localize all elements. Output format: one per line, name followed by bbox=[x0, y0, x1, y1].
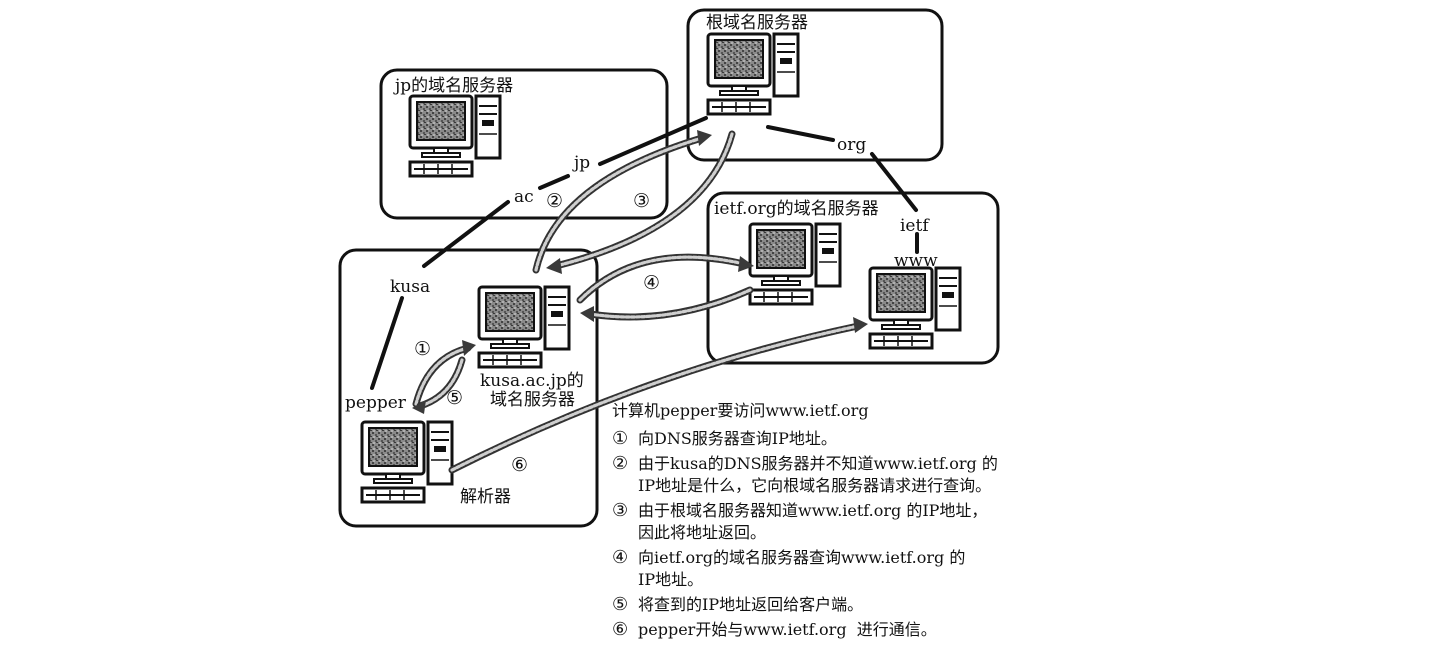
legend-step-text: 由于kusa的DNS服务器并不知道www.ietf.org 的 IP地址是什么，… bbox=[638, 454, 998, 495]
legend-step-text: 向DNS服务器查询IP地址。 bbox=[638, 429, 837, 448]
marker-step3: ③ bbox=[633, 190, 650, 212]
arrow-step6 bbox=[448, 317, 868, 474]
marker-step2: ② bbox=[546, 190, 563, 212]
legend-step-text: 向ietf.org的域名服务器查询www.ietf.org 的 IP地址。 bbox=[638, 548, 966, 589]
kusa-server-label-line1: kusa.ac.jp的 bbox=[480, 371, 584, 391]
link-root-jp bbox=[598, 116, 708, 166]
resolver-label: 解析器 bbox=[460, 487, 511, 507]
arrow-step5 bbox=[412, 356, 466, 414]
legend-step-mark: ② bbox=[612, 453, 629, 474]
link-ac-kusa bbox=[422, 200, 510, 268]
marker-step1: ① bbox=[414, 338, 431, 360]
legend-step: ① 向DNS服务器查询IP地址。 bbox=[612, 428, 1112, 450]
node-org: org bbox=[837, 135, 866, 155]
legend-step-mark: ③ bbox=[612, 500, 629, 521]
legend-step: ⑥ pepper开始与www.ietf.org 进行通信。 bbox=[612, 619, 1112, 641]
legend-step-mark: ⑥ bbox=[612, 619, 629, 640]
link-kusa-pepper bbox=[370, 296, 404, 390]
arrow-step1 bbox=[412, 340, 476, 408]
node-www: www bbox=[894, 251, 938, 271]
jp-server-label: jp的域名服务器 bbox=[393, 76, 513, 96]
ietf-server-label: ietf.org的域名服务器 bbox=[714, 199, 879, 219]
arrow-step4 bbox=[576, 253, 754, 322]
legend-step-mark: ① bbox=[612, 428, 629, 449]
node-pepper: pepper bbox=[345, 393, 407, 413]
step-legend: 计算机pepper要访问www.ietf.org ① 向DNS服务器查询IP地址… bbox=[612, 400, 1112, 644]
arrow-step2 bbox=[532, 130, 712, 274]
legend-step: ② 由于kusa的DNS服务器并不知道www.ietf.org 的 IP地址是什… bbox=[612, 453, 1112, 497]
node-ietf: ietf bbox=[900, 216, 930, 236]
node-kusa: kusa bbox=[390, 277, 430, 297]
legend-step: ⑤ 将查到的IP地址返回给客户端。 bbox=[612, 594, 1112, 616]
link-org-ietf bbox=[870, 152, 918, 212]
link-jp-ac bbox=[538, 174, 570, 190]
legend-step-mark: ⑤ bbox=[612, 594, 629, 615]
node-jp: jp bbox=[572, 153, 590, 173]
marker-step5: ⑤ bbox=[446, 387, 463, 409]
arrow-step3 bbox=[546, 130, 736, 274]
marker-step4: ④ bbox=[643, 272, 660, 294]
root-server-label: 根域名服务器 bbox=[706, 13, 808, 33]
legend-step: ③ 由于根域名服务器知道www.ietf.org 的IP地址， 因此将地址返回。 bbox=[612, 500, 1112, 544]
kusa-server-label-line2: 域名服务器 bbox=[490, 390, 575, 410]
legend-title: 计算机pepper要访问www.ietf.org bbox=[612, 401, 869, 420]
link-root-org bbox=[766, 125, 835, 142]
legend-step-text: 将查到的IP地址返回给客户端。 bbox=[638, 595, 864, 614]
node-ac: ac bbox=[514, 187, 534, 207]
legend-step-text: pepper开始与www.ietf.org 进行通信。 bbox=[638, 620, 937, 639]
legend-step: ④ 向ietf.org的域名服务器查询www.ietf.org 的 IP地址。 bbox=[612, 547, 1112, 591]
legend-step-mark: ④ bbox=[612, 547, 629, 568]
legend-step-text: 由于根域名服务器知道www.ietf.org 的IP地址， 因此将地址返回。 bbox=[638, 501, 988, 542]
marker-step6: ⑥ bbox=[511, 454, 528, 476]
